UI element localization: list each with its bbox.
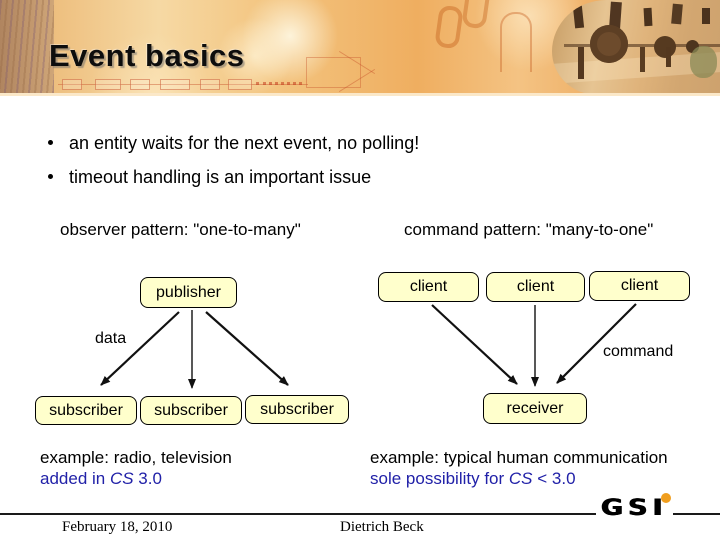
bullet-dot-icon	[48, 140, 53, 145]
photo-wheel	[590, 25, 628, 63]
data-edge-label: data	[95, 330, 127, 347]
accelerator-photo	[552, 0, 720, 95]
bullet-list: an entity waits for the next event, no p…	[46, 133, 646, 201]
banner-arch-shape	[500, 12, 532, 72]
bullet-text: timeout handling is an important issue	[69, 167, 372, 187]
observer-example-line2-post: 3.0	[133, 469, 162, 488]
photo-wheel	[654, 36, 676, 58]
subscriber-node: subscriber	[140, 396, 242, 425]
command-example-line1: example: typical human communication	[370, 448, 668, 467]
gsi-logo: GSI	[596, 493, 673, 524]
photo-green-blob	[690, 46, 717, 78]
footer-date: February 18, 2010	[62, 519, 173, 535]
command-example-line2: sole possibility for CS < 3.0	[370, 468, 668, 489]
photo-equipment	[578, 47, 584, 79]
bullet-dot-icon	[48, 174, 53, 179]
footer-author: Dietrich Beck	[340, 519, 424, 535]
observer-example: example: radio, television added in CS 3…	[40, 447, 232, 489]
header-banner: Event basics	[0, 0, 720, 96]
gsi-logo-text: GSI	[596, 497, 673, 519]
publisher-node: publisher	[140, 277, 237, 308]
banner-schematic-box	[130, 79, 150, 90]
observer-example-line2-cs: CS	[109, 469, 134, 488]
banner-schematic-box	[200, 79, 220, 90]
photo-equipment	[572, 5, 585, 29]
photo-equipment	[643, 7, 653, 27]
banner-bottom-edge	[0, 93, 720, 96]
command-example-line2-post: < 3.0	[532, 469, 576, 488]
photo-equipment	[666, 47, 671, 67]
subscriber-node: subscriber	[245, 395, 349, 424]
command-edge-label: command	[603, 343, 674, 360]
photo-equipment	[702, 8, 710, 24]
footer-divider	[0, 513, 720, 515]
photo-equipment	[671, 3, 683, 25]
command-example: example: typical human communication sol…	[370, 447, 668, 489]
bullet-text: an entity waits for the next event, no p…	[69, 133, 420, 153]
observer-pattern-heading: observer pattern: "one-to-many"	[60, 220, 301, 239]
client-node: client	[589, 271, 690, 301]
subscriber-node: subscriber	[35, 396, 137, 425]
banner-schematic-box	[160, 79, 190, 90]
banner-schematic-box	[62, 79, 82, 90]
command-pattern-heading: command pattern: "many-to-one"	[404, 220, 654, 239]
gsi-logo-dot-icon	[661, 493, 671, 503]
slide-title: Event basics	[49, 38, 245, 73]
photo-equipment	[640, 47, 645, 72]
observer-example-line1: example: radio, television	[40, 448, 232, 467]
data-arrow-left	[100, 311, 180, 386]
observer-example-line2: added in CS 3.0	[40, 468, 232, 489]
banner-schematic-box	[95, 79, 121, 90]
banner-left-texture	[0, 0, 54, 95]
observer-example-line2-pre: added in	[40, 469, 110, 488]
command-example-line2-pre: sole possibility for	[370, 469, 509, 488]
photo-beamline-bar	[564, 44, 720, 47]
bullet-item: an entity waits for the next event, no p…	[46, 133, 646, 154]
client-node: client	[378, 272, 479, 302]
bullet-item: timeout handling is an important issue	[46, 167, 646, 188]
banner-schematic-box	[228, 79, 252, 90]
command-arrow-left	[431, 304, 518, 385]
banner-schematic-dashes	[256, 82, 302, 85]
banner-schematic-line	[58, 84, 308, 85]
receiver-node: receiver	[483, 393, 587, 424]
client-node: client	[486, 272, 585, 302]
data-arrow-right	[205, 311, 289, 386]
command-example-line2-cs: CS	[508, 469, 533, 488]
banner-schematic-rect	[306, 57, 361, 88]
